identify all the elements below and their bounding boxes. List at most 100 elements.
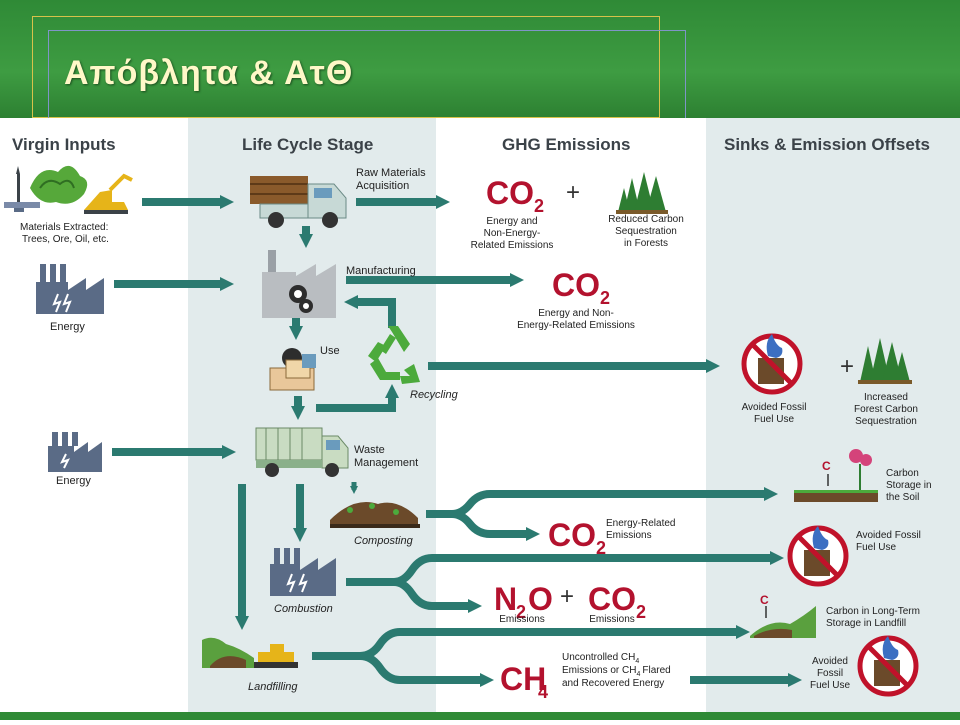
combustion-label: Combustion (274, 603, 333, 615)
co2-combustion: CO 2 (588, 581, 646, 622)
ch4-text: CH (500, 661, 546, 697)
header-life-cycle-stage: Life Cycle Stage (242, 135, 373, 154)
increased-forest-icon (858, 338, 912, 384)
ch4-landfill: CH 4 (500, 661, 548, 702)
avoided-fossil-fuel-icon (857, 635, 919, 697)
landfill-storage-line1: Carbon in Long-Term (826, 606, 920, 617)
use-products-icon (269, 348, 316, 391)
co2-raw: CO 2 (486, 175, 544, 216)
header-sinks-offsets: Sinks & Emission Offsets (724, 135, 930, 154)
ch4-text-line3: and Recovered Energy (562, 678, 664, 689)
arrow-use-to-recycling (316, 384, 399, 412)
co2-composting: CO 2 (548, 517, 606, 558)
co2-text: CO (552, 267, 600, 303)
page-title: Απόβλητα & ΑτΘ (64, 54, 354, 92)
energy-factory-icon (36, 264, 104, 314)
reduced-line3: in Forests (624, 238, 668, 249)
manufacturing-plant-icon (262, 250, 336, 318)
n2o-emissions-label: Emissions (499, 614, 545, 625)
landfill-bulldozer-icon (202, 637, 298, 668)
manufacturing-emissions-line2: Energy-Related Emissions (517, 320, 635, 331)
composting-label: Composting (354, 535, 414, 547)
recycling-symbol-icon (368, 326, 420, 384)
landfill-storage-icon (750, 606, 816, 638)
plus-sign: + (566, 179, 580, 206)
n2o-o-text: O (528, 581, 553, 617)
manufacturing-label: Manufacturing (346, 265, 416, 277)
arrow-combustion-to-n2o (393, 578, 482, 613)
lifecycle-diagram: Virgin Inputs Life Cycle Stage GHG Emiss… (0, 118, 960, 720)
arrow-composting-to-co2 (451, 510, 540, 541)
co2-text: CO (486, 175, 534, 211)
soil-line1: Carbon (886, 468, 919, 479)
reduced-line2: Sequestration (615, 226, 677, 237)
soil-line3: the Soil (886, 492, 919, 503)
co2-subscript: 2 (600, 288, 610, 308)
header-virgin-inputs: Virgin Inputs (12, 135, 116, 154)
soil-line2: Storage in (886, 480, 932, 491)
avoided-c-line3: Fuel Use (810, 680, 850, 691)
plus-sign: + (560, 583, 574, 610)
n2o-combustion: N 2 O (494, 581, 553, 622)
avoided-b-line2: Fuel Use (856, 542, 896, 553)
sinks-column-panel (706, 118, 960, 720)
n2o-subscript: 2 (516, 602, 526, 622)
arrow-recycling-to-manufacturing (344, 295, 396, 328)
reduced-line1: Reduced Carbon (608, 214, 684, 225)
increased-line2: Forest Carbon (854, 404, 918, 415)
composting-pile-icon (330, 502, 420, 528)
avoided-c-line2: Fossil (817, 668, 843, 679)
recycling-label: Recycling (410, 389, 459, 401)
avoided-a-line1: Avoided Fossil (742, 402, 807, 413)
co2-subscript: 2 (636, 602, 646, 622)
carbon-c-label: C (760, 593, 769, 607)
materials-extracted-icon (4, 165, 133, 214)
raw-emissions-line1: Energy and (486, 216, 537, 227)
plus-sign: + (840, 353, 854, 380)
avoided-fossil-fuel-icon (787, 525, 849, 587)
increased-line3: Sequestration (855, 416, 917, 427)
bottom-strip (0, 712, 960, 720)
landfill-storage-line2: Storage in Landfill (826, 618, 906, 629)
raw-emissions-line3: Related Emissions (471, 240, 554, 251)
waste-management-label-line2: Management (354, 457, 418, 469)
avoided-a-line2: Fuel Use (754, 414, 794, 425)
energy-label-2: Energy (56, 475, 91, 487)
carbon-c-label: C (822, 459, 831, 473)
raw-emissions-line2: Non-Energy- (484, 228, 541, 239)
materials-label-line2: Trees, Ore, Oil, etc. (22, 234, 109, 245)
logging-truck-icon (250, 176, 347, 228)
flow-arrows (112, 195, 802, 687)
ch4-subscript: 4 (538, 682, 548, 702)
use-label: Use (320, 345, 340, 357)
energy-factory-icon (48, 432, 102, 472)
co2-text: CO (588, 581, 636, 617)
soil-storage-icon (794, 449, 878, 502)
avoided-fossil-fuel-icon (741, 333, 803, 395)
waste-truck-icon (255, 427, 349, 477)
energy-label-1: Energy (50, 321, 85, 333)
combustion-plant-icon (270, 548, 336, 596)
arrow-landfill-to-ch4 (359, 652, 494, 687)
manufacturing-emissions-line1: Energy and Non- (538, 308, 614, 319)
energy-related-line2: Emissions (606, 530, 652, 541)
co2-subscript: 2 (596, 538, 606, 558)
co2-manufacturing: CO 2 (552, 267, 610, 308)
forest-icon (616, 172, 668, 214)
banner-frame-outer (32, 16, 660, 118)
title-banner: Απόβλητα & ΑτΘ (0, 0, 960, 122)
waste-management-label-line1: Waste (354, 444, 385, 456)
landfilling-label: Landfilling (248, 681, 298, 693)
ch4-text-line1: Uncontrolled CH4 (562, 652, 639, 665)
co2-emissions-label: Emissions (589, 614, 635, 625)
co2-subscript: 2 (534, 196, 544, 216)
materials-label-line1: Materials Extracted: (20, 222, 108, 233)
avoided-c-line1: Avoided (812, 656, 848, 667)
avoided-b-line1: Avoided Fossil (856, 530, 921, 541)
raw-materials-label-line1: Raw Materials (356, 167, 426, 179)
co2-text: CO (548, 517, 596, 553)
raw-materials-label-line2: Acquisition (356, 180, 409, 192)
increased-line1: Increased (864, 392, 908, 403)
header-ghg-emissions: GHG Emissions (502, 135, 630, 154)
